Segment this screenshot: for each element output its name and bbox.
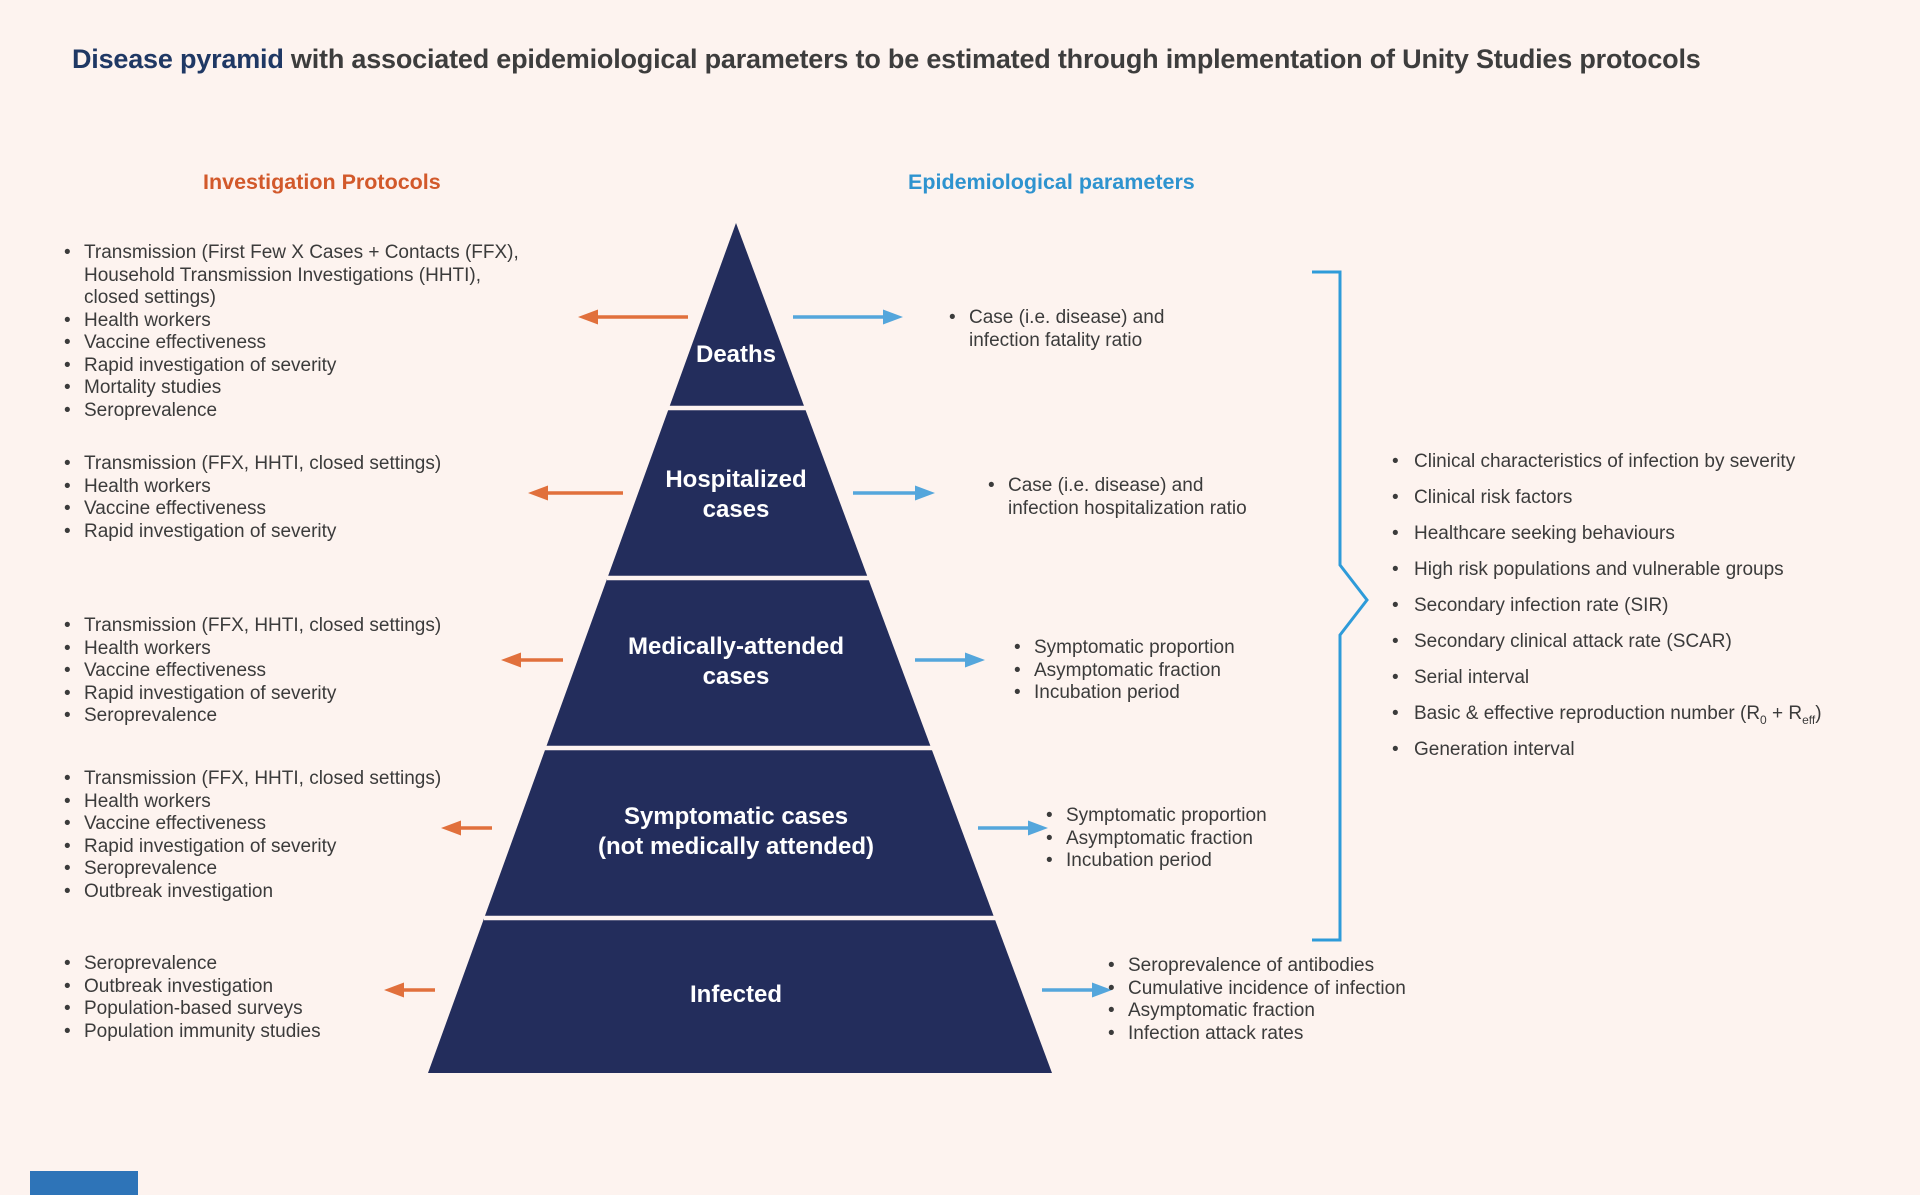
blue-arrow-medically-attended: [915, 652, 985, 668]
list-item: High risk populations and vulnerable gro…: [1386, 558, 1906, 581]
list-item: Generation interval: [1386, 738, 1906, 761]
parameters-list-infected: Seroprevalence of antibodiesCumulative i…: [1102, 955, 1442, 1045]
list-item: Symptomatic proportion: [1008, 637, 1288, 660]
level-label-hospitalized: Hospitalized cases: [665, 466, 807, 523]
level-label-symptomatic: Symptomatic cases (not medically attende…: [597, 803, 875, 860]
protocols-list-symptomatic: Transmission (FFX, HHTI, closed settings…: [58, 768, 528, 903]
list-item: Seroprevalence: [58, 953, 528, 976]
list-item: Outbreak investigation: [58, 881, 528, 904]
list-item: Outbreak investigation: [58, 976, 528, 999]
list-item: Infection attack rates: [1102, 1023, 1442, 1046]
list-item: Clinical characteristics of infection by…: [1386, 450, 1906, 473]
blue-arrow-deaths: [793, 309, 903, 325]
parameters-list-symptomatic: Symptomatic proportionAsymptomatic fract…: [1040, 805, 1320, 873]
list-item: Vaccine effectiveness: [58, 660, 528, 683]
list-item: Vaccine effectiveness: [58, 813, 528, 836]
bracket-parameters-list: Clinical characteristics of infection by…: [1386, 450, 1906, 774]
list-item: Cumulative incidence of infection: [1102, 978, 1442, 1001]
page-title-emphasis: Disease pyramid: [72, 44, 284, 74]
page-title-rest: with associated epidemiological paramete…: [283, 44, 1701, 74]
orange-arrow-hospitalized: [528, 485, 623, 501]
list-item: Asymptomatic fraction: [1008, 660, 1288, 683]
list-item: Population-based surveys: [58, 998, 528, 1021]
level-label-infected: Infected: [689, 981, 783, 1008]
protocols-list-medically-attended: Transmission (FFX, HHTI, closed settings…: [58, 615, 528, 728]
protocols-list-hospitalized: Transmission (FFX, HHTI, closed settings…: [58, 453, 528, 543]
list-item: Seroprevalence of antibodies: [1102, 955, 1442, 978]
list-item: Symptomatic proportion: [1040, 805, 1320, 828]
level-label-deaths: Deaths: [695, 341, 777, 368]
investigation-protocols-header: Investigation Protocols: [203, 170, 441, 194]
list-item: Rapid investigation of severity: [58, 683, 528, 706]
list-item: Secondary infection rate (SIR): [1386, 594, 1906, 617]
list-item: Seroprevalence: [58, 400, 528, 423]
epidemiological-parameters-header: Epidemiological parameters: [908, 170, 1195, 194]
list-item: Transmission (First Few X Cases + Contac…: [58, 242, 528, 310]
list-item: Asymptomatic fraction: [1040, 828, 1320, 851]
list-item: Transmission (FFX, HHTI, closed settings…: [58, 615, 528, 638]
list-item: Rapid investigation of severity: [58, 836, 528, 859]
list-item: Population immunity studies: [58, 1021, 528, 1044]
list-item: Incubation period: [1040, 850, 1320, 873]
blue-arrow-symptomatic: [978, 820, 1048, 836]
list-item: Mortality studies: [58, 377, 528, 400]
list-item: Clinical risk factors: [1386, 486, 1906, 509]
parameters-list-medically-attended: Symptomatic proportionAsymptomatic fract…: [1008, 637, 1288, 705]
list-item: Incubation period: [1008, 682, 1288, 705]
list-item: Rapid investigation of severity: [58, 355, 528, 378]
list-item: Asymptomatic fraction: [1102, 1000, 1442, 1023]
protocols-list-infected: SeroprevalenceOutbreak investigationPopu…: [58, 953, 528, 1043]
list-item: Healthcare seeking behaviours: [1386, 522, 1906, 545]
list-item: Rapid investigation of severity: [58, 521, 528, 544]
list-item: Health workers: [58, 476, 528, 499]
list-item: Health workers: [58, 791, 528, 814]
list-item: Vaccine effectiveness: [58, 498, 528, 521]
page-title: Disease pyramid with associated epidemio…: [72, 44, 1701, 75]
level-label-medically-attended: Medically-attended cases: [627, 633, 845, 690]
orange-arrow-deaths: [578, 309, 688, 325]
bracket: [1312, 270, 1369, 942]
list-item: Health workers: [58, 638, 528, 661]
protocols-list-deaths: Transmission (First Few X Cases + Contac…: [58, 242, 528, 422]
list-item: Transmission (FFX, HHTI, closed settings…: [58, 453, 528, 476]
list-item: Basic & effective reproduction number (R…: [1386, 702, 1906, 726]
list-item: Vaccine effectiveness: [58, 332, 528, 355]
list-item: Health workers: [58, 310, 528, 333]
blue-arrow-hospitalized: [853, 485, 935, 501]
list-item: Secondary clinical attack rate (SCAR): [1386, 630, 1906, 653]
footer-accent-bar: [30, 1171, 138, 1195]
list-item: Transmission (FFX, HHTI, closed settings…: [58, 768, 528, 791]
list-item: Seroprevalence: [58, 858, 528, 881]
list-item: Seroprevalence: [58, 705, 528, 728]
list-item: Serial interval: [1386, 666, 1906, 689]
